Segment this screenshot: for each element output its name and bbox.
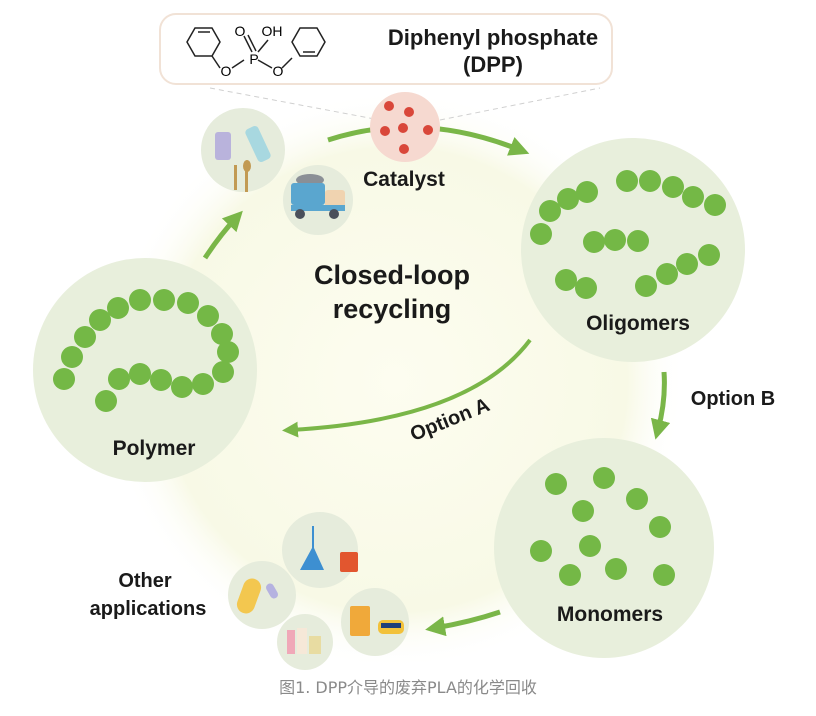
ester-o-left: O: [221, 63, 232, 79]
bead: [129, 363, 151, 385]
plastic-bag-icon: [215, 132, 231, 160]
bead: [662, 176, 684, 198]
bead: [639, 170, 661, 192]
center-title-line2: recycling: [333, 294, 452, 324]
flask-icon: [300, 526, 324, 570]
bead: [197, 305, 219, 327]
bead: [682, 186, 704, 208]
other-applications-line2: applications: [90, 598, 207, 620]
oligomers-node: Oligomers: [521, 138, 745, 362]
catalyst-label: Catalyst: [363, 168, 445, 191]
cosmetics-icon: [287, 630, 295, 654]
beaker-icon: [340, 552, 358, 572]
spoon-icon: [243, 160, 251, 172]
compound-abbr: (DPP): [463, 52, 523, 77]
catalyst-particles-icon: [380, 101, 433, 154]
option-b-label: Option B: [691, 388, 775, 410]
bead: [627, 230, 649, 252]
bead: [572, 500, 594, 522]
arrow-to-waste: [202, 210, 243, 260]
oxo-o: O: [235, 23, 246, 39]
monomers-node: Monomers: [494, 438, 714, 658]
bead: [559, 564, 581, 586]
bead: [192, 373, 214, 395]
dashed-pointer-right: [439, 87, 601, 121]
monomers-label: Monomers: [557, 603, 663, 626]
other-applications-line1: Other: [118, 570, 172, 592]
bead: [177, 292, 199, 314]
bead: [575, 277, 597, 299]
bead: [545, 473, 567, 495]
bead: [605, 558, 627, 580]
bead: [593, 467, 615, 489]
bead: [649, 516, 671, 538]
bottle-icon: [245, 126, 271, 162]
applications-cluster: Other applications: [90, 512, 409, 670]
waste-plastics-node: [201, 108, 285, 192]
monomer-beads: [530, 467, 675, 586]
arrow-to-applications: [425, 609, 501, 637]
bead: [212, 361, 234, 383]
bead: [530, 540, 552, 562]
oligomer-beads: [530, 170, 726, 299]
capsule-icon: [236, 578, 262, 614]
bead: [676, 253, 698, 275]
dashed-pointer-left: [209, 87, 381, 121]
bead: [583, 231, 605, 253]
bead: [108, 368, 130, 390]
bead: [704, 194, 726, 216]
hydroxyl-oh: OH: [262, 23, 283, 39]
garbage-truck-icon: [291, 174, 345, 219]
bead: [539, 200, 561, 222]
polymer-label: Polymer: [113, 437, 196, 460]
garbage-truck-node: [283, 165, 353, 235]
dpp-structure-box: O O P OH O Diphenyl phosphate (DPP): [159, 13, 613, 121]
bead: [653, 564, 675, 586]
dpp-structure-icon: [186, 27, 326, 69]
bead: [698, 244, 720, 266]
bead: [150, 369, 172, 391]
bead: [555, 269, 577, 291]
bead: [576, 181, 598, 203]
fork-icon: [234, 165, 237, 190]
polymer-node: Polymer: [33, 258, 257, 482]
bead: [153, 289, 175, 311]
bead: [53, 368, 75, 390]
bead: [626, 488, 648, 510]
bead: [107, 297, 129, 319]
bead: [217, 341, 239, 363]
arrow-option-a: [282, 338, 532, 438]
bead: [89, 309, 111, 331]
ester-o-right: O: [273, 63, 284, 79]
cup-icon: [350, 606, 370, 636]
bead: [95, 390, 117, 412]
polymer-beads: [53, 289, 239, 412]
bead: [74, 326, 96, 348]
bead: [171, 376, 193, 398]
bead: [635, 275, 657, 297]
bead: [604, 229, 626, 251]
bead: [530, 223, 552, 245]
catalyst-node: Catalyst: [363, 92, 445, 191]
bead: [557, 188, 579, 210]
bead: [579, 535, 601, 557]
figure-caption: 图1. DPP介导的废弃PLA的化学回收: [279, 678, 537, 697]
arrow-option-b: [650, 371, 671, 440]
compound-name: Diphenyl phosphate: [388, 25, 598, 50]
oligomers-label: Oligomers: [586, 312, 690, 335]
center-title-line1: Closed-loop: [314, 260, 470, 290]
bead: [616, 170, 638, 192]
bead: [61, 346, 83, 368]
bead: [129, 289, 151, 311]
phosphorus: P: [249, 51, 258, 67]
bead: [211, 323, 233, 345]
bead: [656, 263, 678, 285]
